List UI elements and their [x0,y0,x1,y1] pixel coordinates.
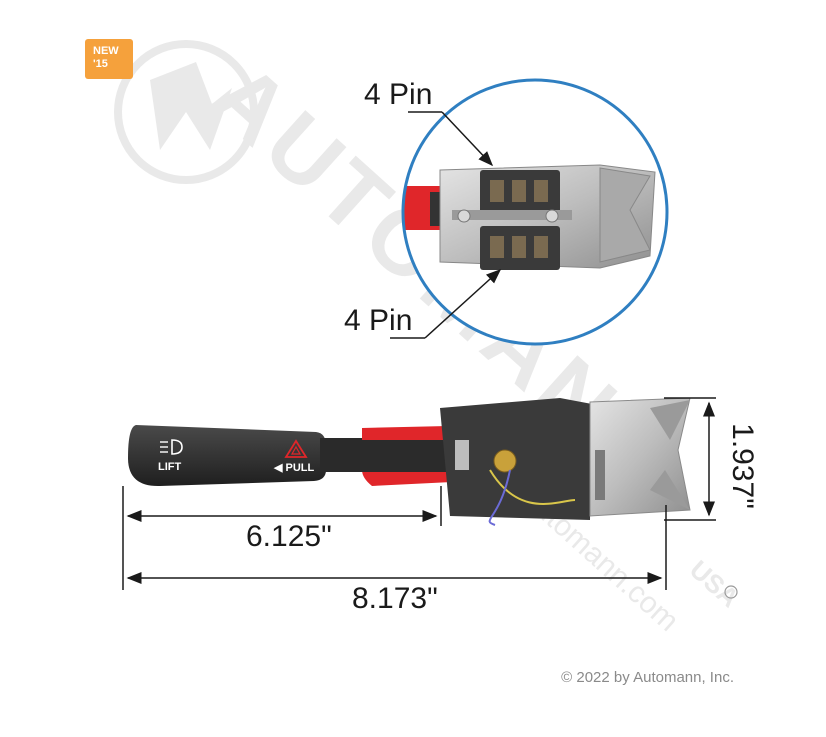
copyright-text: © 2022 by Automann, Inc. [561,669,734,686]
height-label: 1.937" [726,423,759,509]
new-badge: NEW '15 [85,39,133,79]
registered-icon [724,585,738,599]
watermark-country-text: USA [684,554,745,613]
handle-knob [128,425,326,487]
short-length-label: 6.125" [246,520,332,553]
top-pin-label: 4 Pin [364,78,433,111]
connector-closeup [401,78,669,346]
top-pin-callout [408,111,494,167]
switch-assembly: LIFT ◀ PULL [128,397,691,526]
hazard-icon [284,439,308,458]
bottom-pin-label: 4 Pin [344,304,413,337]
lift-label: LIFT [158,461,181,473]
badge-line-2: '15 [93,58,108,70]
overall-length-label: 8.173" [352,582,438,615]
headlight-icon [160,439,183,455]
badge-line-1: NEW [93,45,119,57]
bottom-pin-callout [390,268,502,339]
dimension-lines [122,397,716,590]
pull-label: ◀ PULL [273,462,315,474]
